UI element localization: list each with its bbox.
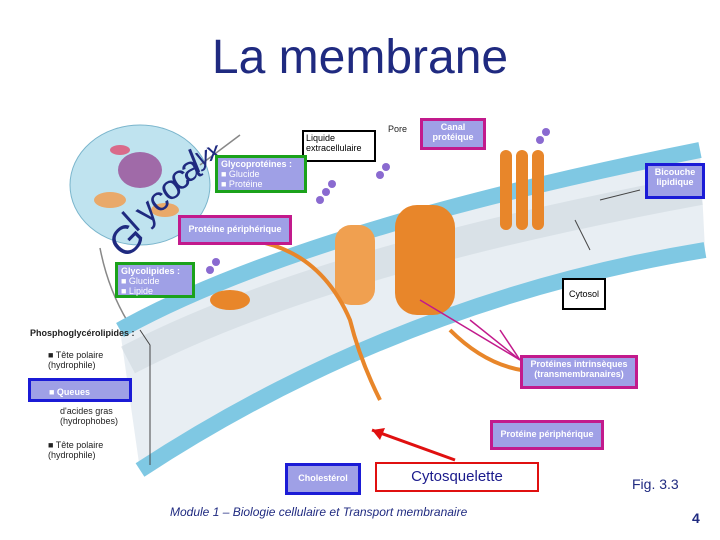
label-peripheral-protein-top: Protéine périphérique (178, 215, 292, 245)
label-cholesterol: Cholestérol (285, 463, 361, 495)
glycolipids-title: Glycolipides : (121, 266, 181, 276)
label-protein-channel: Canal protéique (420, 118, 486, 150)
glycolipids-lipid: ■ Lipide (121, 286, 153, 296)
label-tails-body: d'acides gras (hydrophobes) (60, 406, 119, 426)
glycoproteins-protein: ■ Protéine (221, 179, 263, 189)
label-extracellular-fluid: Liquide extracellulaire (302, 130, 376, 162)
label-cytoskeleton: Cytosquelette (375, 462, 539, 492)
figure-number: Fig. 3.3 (632, 476, 679, 492)
label-polar-head-1: ■ Tête polaire (hydrophile) (48, 350, 104, 370)
label-polar-head-2: ■ Tête polaire (hydrophile) (48, 440, 104, 460)
label-cytosol: Cytosol (562, 278, 606, 310)
glycoproteins-title: Glycoprotéines : (221, 159, 293, 169)
label-peripheral-protein-bottom: Protéine périphérique (490, 420, 604, 450)
cell-illustration (69, 124, 211, 246)
label-lipid-bilayer: Bicouche lipidique (645, 163, 705, 199)
label-glycolipids: Glycolipides : ■ Glucide ■ Lipide (115, 262, 195, 298)
glycolipids-glucide: ■ Glucide (121, 276, 160, 286)
page-number: 4 (692, 510, 700, 526)
footer-module: Module 1 – Biologie cellulaire et Transp… (170, 505, 468, 519)
label-integral-proteins: Protéines intrinsèques (transmembranaire… (520, 355, 638, 389)
page-title: La membrane (211, 31, 509, 84)
glycan-chains (206, 128, 550, 274)
integral-proteins (210, 150, 544, 315)
label-tails: ■ Queues (28, 378, 132, 402)
label-glycoproteins: Glycoprotéines : ■ Glucide ■ Protéine (215, 155, 307, 193)
glycoproteins-glucide: ■ Glucide (221, 169, 260, 179)
label-pore: Pore (388, 124, 408, 134)
label-phospholipids: Phosphoglycérolipides : (30, 328, 135, 338)
